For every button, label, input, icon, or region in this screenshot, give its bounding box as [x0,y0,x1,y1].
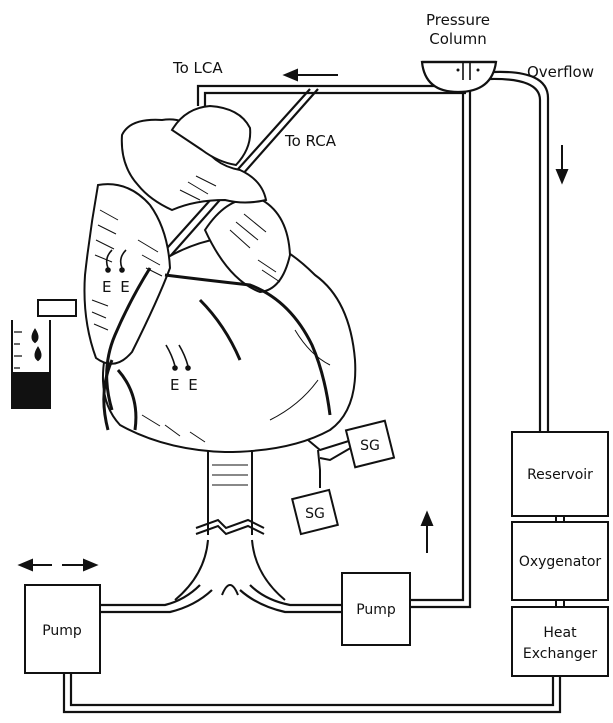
reservoir-label: Reservoir [527,467,593,483]
electrodes-lower-label: E E [170,376,200,394]
down-arrow-icon [557,145,567,182]
heat-exchanger-label-line1: Heat [543,625,577,641]
pump-right-label: Pump [356,602,396,618]
bidirectional-arrow-icon [20,560,96,570]
pressure-column-label-line2: Column [429,30,486,48]
pressure-column-label-line1: Pressure [426,11,490,29]
to-lca-label: To LCA [172,59,223,77]
column-drop-tube-inner [410,88,470,607]
overflow-tube-inner [490,79,540,432]
right-pump-to-aorta-inner [240,590,342,612]
right-pump-to-aorta [250,585,342,605]
return-line-inner [71,674,553,705]
overflow-label: Overflow [527,63,594,81]
heat-exchanger: Heat Exchanger [512,607,608,676]
up-arrow-icon [422,513,432,553]
electrodes-upper-label: E E [102,278,132,296]
left-arrow-icon [285,70,338,80]
drip-beaker [12,300,76,408]
pump-right: Pump [342,573,410,645]
supply-tube-outer [198,86,470,106]
heat-exchanger-label-line2: Exchanger [523,646,597,662]
pump-left: Pump [25,585,100,673]
supply-tube-inner [205,93,466,106]
left-pump-to-aorta [100,585,200,605]
aorta-lower [175,515,285,600]
column-drop-tube [410,88,463,600]
pressure-column [422,62,496,92]
to-rca-label: To RCA [284,132,337,150]
pump-left-label: Pump [42,623,82,639]
left-pump-to-aorta-inner [100,590,212,612]
strain-gauge-1: SG [346,421,394,468]
drain-spout [38,300,76,316]
strain-gauge-2-label: SG [305,506,325,522]
reservoir: Reservoir [512,432,608,516]
return-line [64,674,560,712]
oxygenator: Oxygenator [512,522,608,600]
strain-gauge-branches [308,440,354,488]
strain-gauge-2: SG [292,490,338,534]
strain-gauge-1-label: SG [360,438,380,454]
descending-aorta [208,450,252,515]
oxygenator-label: Oxygenator [519,554,602,570]
